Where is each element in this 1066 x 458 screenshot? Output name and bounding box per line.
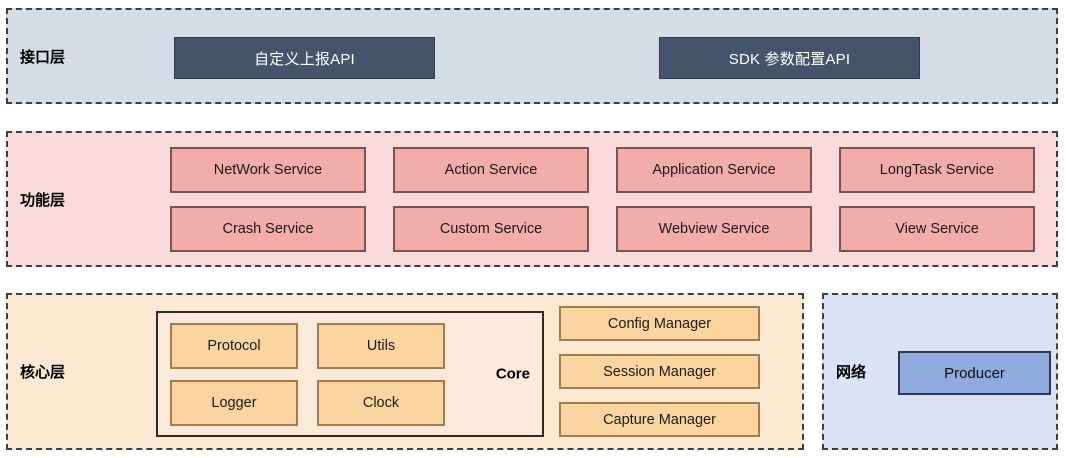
function-layer-label: 功能层	[20, 191, 66, 209]
interface-api-row: 自定义上报API SDK 参数配置API	[170, 10, 1056, 102]
manager-box-config[interactable]: Config Manager	[559, 306, 760, 341]
core-box-clock[interactable]: Clock	[317, 379, 445, 426]
core-module-grid: Protocol Utils Logger Clock	[170, 322, 445, 426]
core-box-protocol[interactable]: Protocol	[170, 322, 298, 369]
service-box-application[interactable]: Application Service	[616, 146, 812, 193]
service-box-crash[interactable]: Crash Service	[170, 205, 366, 252]
service-box-action[interactable]: Action Service	[393, 146, 589, 193]
network-box-producer[interactable]: Producer	[898, 351, 1051, 395]
core-layer-content: Protocol Utils Logger Clock Core Config …	[150, 295, 802, 448]
sdk-config-api-button[interactable]: SDK 参数配置API	[659, 37, 920, 79]
service-box-network[interactable]: NetWork Service	[170, 146, 366, 193]
function-layer-panel: 功能层 NetWork Service Action Service Appli…	[6, 131, 1058, 267]
core-box-utils[interactable]: Utils	[317, 322, 445, 369]
service-grid: NetWork Service Action Service Applicati…	[170, 146, 1056, 252]
service-box-view[interactable]: View Service	[839, 205, 1035, 252]
service-box-webview[interactable]: Webview Service	[616, 205, 812, 252]
network-layer-content: Producer	[894, 295, 1056, 448]
network-layer-panel: 网络 Producer	[822, 293, 1058, 450]
manager-box-capture[interactable]: Capture Manager	[559, 402, 760, 437]
interface-layer-label: 接口层	[20, 48, 66, 66]
core-layer-panel: 核心层 Protocol Utils Logger Clock Core Con…	[6, 293, 804, 450]
service-box-custom[interactable]: Custom Service	[393, 205, 589, 252]
network-layer-label: 网络	[836, 364, 867, 381]
manager-stack: Config Manager Session Manager Capture M…	[559, 306, 760, 437]
core-box-logger[interactable]: Logger	[170, 379, 298, 426]
core-layer-label: 核心层	[20, 364, 66, 381]
core-group-container: Protocol Utils Logger Clock Core	[156, 311, 544, 437]
manager-box-session[interactable]: Session Manager	[559, 354, 760, 389]
interface-layer-panel: 接口层 自定义上报API SDK 参数配置API	[6, 8, 1058, 104]
core-group-label: Core	[495, 365, 530, 383]
service-box-longtask[interactable]: LongTask Service	[839, 146, 1035, 193]
custom-report-api-button[interactable]: 自定义上报API	[174, 37, 435, 79]
